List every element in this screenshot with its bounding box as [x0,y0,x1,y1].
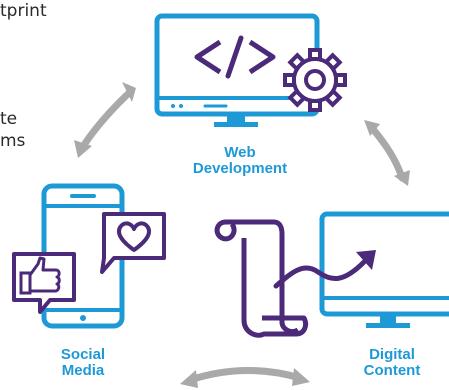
text-fragment-1: tprint [0,1,47,21]
social-media-label-line1: Social [60,346,106,363]
text-fragment-2: te [0,109,18,129]
cycle-arrow-icon [74,82,136,158]
code-monitor-icon [154,13,320,127]
scroll-document-icon [214,219,309,338]
web-development-label-line1: Web [224,144,256,161]
digital-content-label: Digital Content [342,347,442,379]
cycle-arrow-icon [180,366,310,388]
web-development-label: Web Development [170,145,310,177]
gear-icon [283,48,347,112]
desktop-monitor-icon [319,211,449,328]
social-media-label-line2: Media [61,362,105,379]
text-fragment-3: ms [0,131,26,151]
digital-content-label-line2: Content [363,362,421,379]
trend-arrow-icon [273,250,376,289]
social-media-label: Social Media [38,347,128,379]
web-development-label-line2: Development [192,160,288,177]
cycle-arrow-icon [364,120,410,186]
thumbs-up-icon [12,252,76,314]
heart-bubble-icon [100,212,166,274]
digital-content-label-line1: Digital [369,346,415,363]
